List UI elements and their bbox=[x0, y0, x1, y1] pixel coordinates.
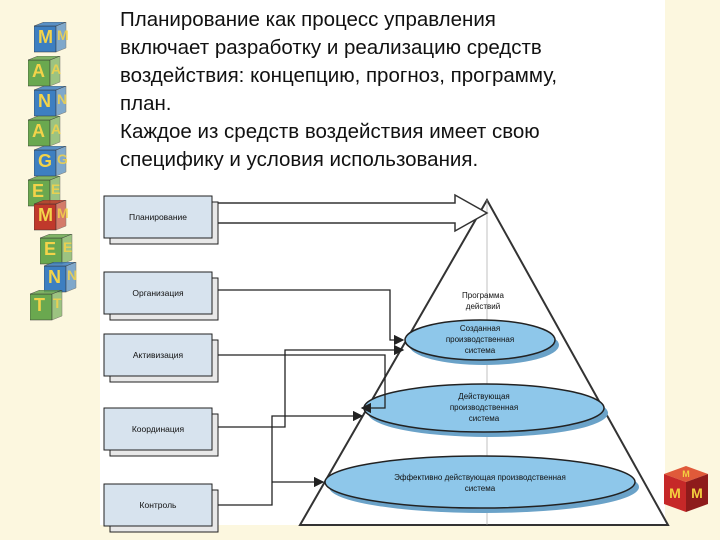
cube-letter-side: N bbox=[67, 267, 78, 283]
heading-line: специфику и условия использования. bbox=[120, 148, 479, 171]
heading-line: включает разработку и реализацию средств bbox=[120, 36, 542, 59]
function-box: Организация bbox=[103, 271, 219, 321]
level-label: Эффективно действующая производственная bbox=[394, 473, 566, 482]
pyramid-level bbox=[324, 455, 639, 513]
logo-letter: M bbox=[691, 485, 703, 501]
cube-letter: E bbox=[44, 239, 57, 259]
cube-shape bbox=[33, 199, 67, 231]
cube-letter: N bbox=[38, 91, 51, 111]
heading-line: план. bbox=[120, 92, 172, 115]
cube-letter-side: T bbox=[53, 295, 62, 311]
cube-letter-side: A bbox=[51, 121, 62, 137]
cube-letter: T bbox=[34, 295, 45, 315]
level-label: система bbox=[465, 484, 496, 493]
cube-shape bbox=[29, 289, 63, 321]
level-label: система bbox=[465, 346, 496, 355]
function-box: Активизация bbox=[103, 333, 219, 383]
cube-letter-side: N bbox=[57, 91, 68, 107]
cube-letter: E bbox=[32, 181, 45, 201]
level-label: производственная bbox=[450, 403, 518, 412]
function-label: Координация bbox=[132, 424, 185, 434]
cube-letter: M bbox=[38, 27, 53, 47]
level-label: производственная bbox=[446, 335, 514, 344]
cube-shape bbox=[27, 115, 61, 147]
cube-letter: A bbox=[32, 121, 45, 141]
pyramid-top-label: Программа bbox=[462, 291, 504, 300]
connectors bbox=[218, 289, 405, 506]
cube-letter-side: M bbox=[57, 27, 69, 43]
cube-shape bbox=[33, 85, 67, 117]
function-label: Контроль bbox=[140, 500, 177, 510]
cube-letter-side: A bbox=[51, 61, 62, 77]
cube-letter-side: E bbox=[51, 181, 61, 197]
function-box: Координация bbox=[103, 407, 219, 457]
cube-letter-side: E bbox=[63, 239, 73, 255]
mmm-logo: M M M bbox=[664, 466, 708, 512]
cube-letter: A bbox=[32, 61, 45, 81]
level-label: система bbox=[469, 414, 500, 423]
function-label: Планирование bbox=[129, 212, 187, 222]
cube-shape bbox=[27, 55, 61, 87]
cube-shape bbox=[43, 261, 77, 293]
function-box: Контроль bbox=[103, 483, 219, 533]
heading-line: Каждое из средств воздействия имеет свою bbox=[120, 120, 540, 143]
heading-line: Планирование как процесс управления bbox=[120, 8, 496, 31]
cube-shape bbox=[33, 145, 67, 177]
cube-letter-side: G bbox=[57, 151, 68, 167]
cube-shape bbox=[27, 175, 61, 207]
cube-letter: G bbox=[38, 151, 53, 171]
function-label: Активизация bbox=[133, 350, 184, 360]
level-label: Действующая bbox=[458, 392, 509, 401]
cube-letter-side: M bbox=[57, 205, 69, 221]
pyramid-level bbox=[404, 319, 559, 365]
cube-letter: N bbox=[48, 267, 61, 287]
cube-shape bbox=[39, 233, 73, 265]
cube-letter: M bbox=[38, 205, 53, 225]
pyramid-top-label: действий bbox=[466, 302, 500, 311]
cube-shape bbox=[33, 21, 67, 53]
logo-letter: M bbox=[682, 469, 690, 479]
level-label: Созданная bbox=[460, 324, 500, 333]
logo-letter: M bbox=[669, 485, 681, 501]
function-label: Организация bbox=[132, 288, 184, 298]
function-box: Планирование bbox=[103, 195, 219, 245]
planning-arrow bbox=[212, 193, 489, 233]
heading-line: воздействия: концепцию, прогноз, програм… bbox=[120, 64, 558, 87]
